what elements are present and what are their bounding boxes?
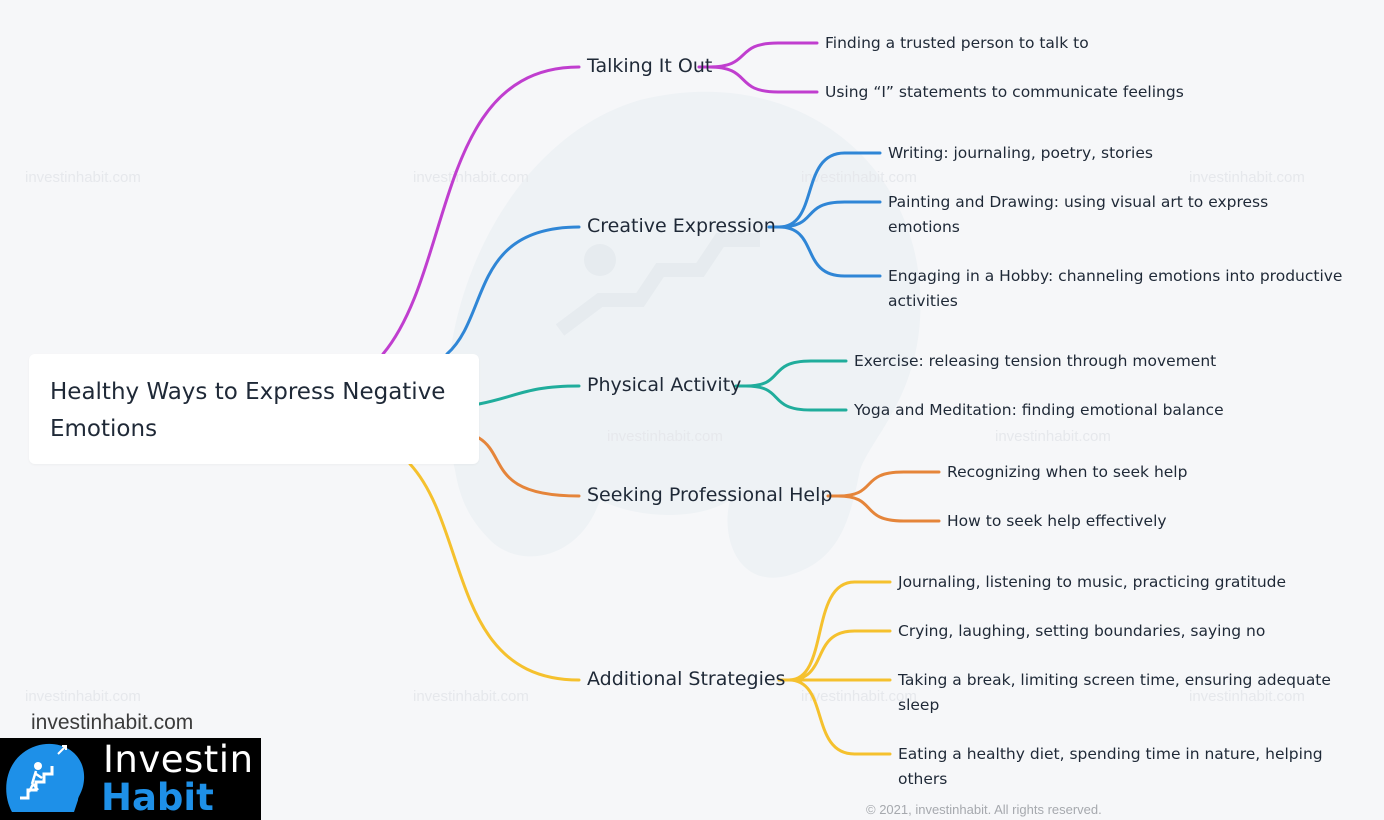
leaf-taking-a-break-limiting-screen-time-ensu[interactable]: Taking a break, limiting screen time, en… [898,671,1331,714]
edge-physical-activity-leaf-1 [744,384,848,412]
leaf-yoga-and-meditation-finding-emotional-ba[interactable]: Yoga and Meditation: finding emotional b… [854,401,1224,419]
leaf-painting-and-drawing-using-visual-art-to[interactable]: Painting and Drawing: using visual art t… [888,193,1269,236]
edge-root-to-additional-strategies [408,462,581,682]
edge-additional-strategies-leaf-1 [787,629,892,682]
watermark-text: investinhabit.com [25,169,141,186]
root-title: Healthy Ways to Express Negative Emotion… [50,379,446,442]
edge-root-to-seeking-professional-help [477,436,581,498]
watermark-text: investinhabit.com [25,688,141,705]
watermark-text: investinhabit.com [801,688,917,705]
root-node[interactable]: Healthy Ways to Express Negative Emotion… [29,354,479,464]
edge-physical-activity-leaf-0 [744,359,848,388]
logo-text-habit: Habit [101,776,214,819]
edge-talking-it-out-leaf-0 [707,41,819,69]
logo-text-investin: Investin [103,738,254,781]
edge-talking-it-out-leaf-1 [707,65,819,94]
watermark-text: investinhabit.com [413,688,529,705]
leaf-using-i-statements-to-communicate-feelin[interactable]: Using “I” statements to communicate feel… [825,83,1184,101]
branch-creative-expression[interactable]: Creative Expression [587,215,776,237]
edge-root-to-creative-expression [445,225,581,356]
watermark-text: investinhabit.com [801,169,917,186]
leaf-recognizing-when-to-seek-help[interactable]: Recognizing when to seek help [947,463,1188,481]
edge-additional-strategies-leaf-3 [787,678,892,756]
leaf-finding-a-trusted-person-to-talk-to[interactable]: Finding a trusted person to talk to [825,34,1089,52]
leaf-exercise-releasing-tension-through-movem[interactable]: Exercise: releasing tension through move… [854,352,1217,370]
branch-physical-activity[interactable]: Physical Activity [587,374,742,396]
leaf-how-to-seek-help-effectively[interactable]: How to seek help effectively [947,512,1167,530]
head-stairs-icon [6,743,85,812]
leaf-writing-journaling-poetry-stories[interactable]: Writing: journaling, poetry, stories [888,144,1153,162]
edge-creative-expression-leaf-1 [777,200,882,229]
edge-seeking-professional-help-leaf-1 [836,494,941,523]
branch-talking-it-out[interactable]: Talking It Out [587,55,713,77]
brand-logo[interactable]: Investin Habit [0,738,261,820]
watermark-text: investinhabit.com [995,428,1111,445]
edge-creative-expression-leaf-2 [777,225,882,278]
leaf-engaging-in-a-hobby-channeling-emotions-[interactable]: Engaging in a Hobby: channeling emotions… [888,267,1343,310]
watermark-text: investinhabit.com [413,169,529,186]
branch-additional-strategies[interactable]: Additional Strategies [587,668,786,690]
leaf-journaling-listening-to-music-practicing[interactable]: Journaling, listening to music, practici… [898,573,1287,591]
edge-root-to-talking-it-out [381,65,581,356]
copyright-text: © 2021, investinhabit. All rights reserv… [866,802,1102,817]
brand-url: investinhabit.com [31,711,194,734]
leaf-crying-laughing-setting-boundaries-sayin[interactable]: Crying, laughing, setting boundaries, sa… [898,622,1266,640]
branch-seeking-professional-help[interactable]: Seeking Professional Help [587,484,833,506]
edge-root-to-physical-activity [477,384,581,406]
edge-additional-strategies-leaf-0 [787,580,892,682]
watermark-text: investinhabit.com [1189,169,1305,186]
edge-seeking-professional-help-leaf-0 [836,470,941,498]
watermark-text: investinhabit.com [1189,688,1305,705]
watermark-text: investinhabit.com [607,428,723,445]
leaf-eating-a-healthy-diet-spending-time-in-n[interactable]: Eating a healthy diet, spending time in … [898,745,1323,788]
edge-creative-expression-leaf-0 [777,151,882,229]
